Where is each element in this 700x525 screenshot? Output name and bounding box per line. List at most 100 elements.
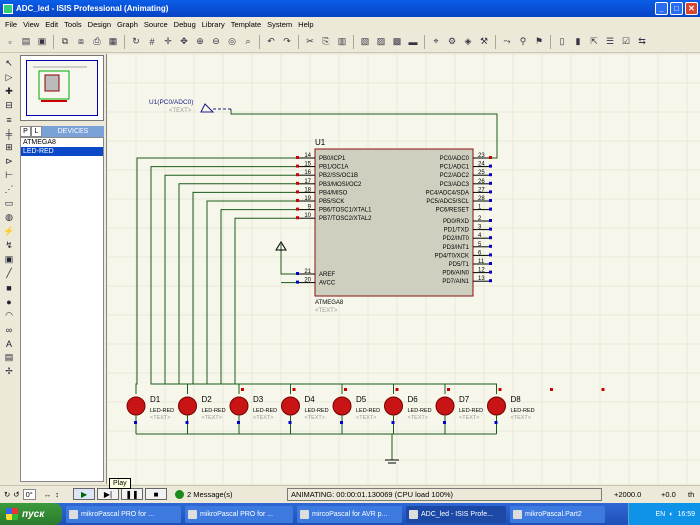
redo-icon[interactable]: ↷ <box>283 36 291 46</box>
copy-icon[interactable]: ⎘ <box>322 36 330 46</box>
netlist-icon[interactable]: ⇆ <box>638 36 646 46</box>
maximize-button[interactable]: □ <box>670 2 683 15</box>
voltage-probe-icon[interactable]: ⚡ <box>3 226 15 236</box>
subcircuit-icon[interactable]: ⊞ <box>5 142 13 152</box>
search-icon[interactable]: ⚲ <box>519 36 527 46</box>
bom-icon[interactable]: ☰ <box>605 36 615 46</box>
pin-icon[interactable]: ⊢ <box>5 170 13 180</box>
menu-library[interactable]: Library <box>201 19 225 29</box>
text-icon[interactable]: A <box>5 338 12 349</box>
menu-design[interactable]: Design <box>87 19 112 29</box>
rotate-icon[interactable]: ↻ <box>4 489 11 499</box>
device-item[interactable]: ATMEGA8 <box>23 139 56 146</box>
wire-autoroute-icon[interactable]: ⤳ <box>503 36 511 46</box>
step-button[interactable]: ▶| <box>97 488 120 500</box>
generator-icon[interactable]: ◍ <box>5 212 13 222</box>
menu-edit[interactable]: Edit <box>45 19 59 29</box>
block-rotate-icon[interactable]: ▩ <box>392 36 402 46</box>
block-delete-icon[interactable]: ▬ <box>408 36 418 47</box>
menu-template[interactable]: Template <box>230 19 262 29</box>
menu-source[interactable]: Source <box>143 19 168 29</box>
speaker-icon[interactable]: ◐ <box>669 510 674 518</box>
menu-file[interactable]: File <box>5 19 18 29</box>
new-sheet-icon[interactable]: ▯ <box>559 36 565 46</box>
marker-icon[interactable]: ✢ <box>5 366 13 376</box>
component-mode-icon[interactable]: ▷ <box>5 72 13 82</box>
pan-icon[interactable]: ✥ <box>180 36 188 46</box>
task-button[interactable]: mikroPascal.Part2 <box>510 505 605 523</box>
tape-icon[interactable]: ▭ <box>4 198 14 208</box>
menu-view[interactable]: View <box>23 19 40 29</box>
device-item[interactable]: LED-RED <box>21 147 103 156</box>
bus-icon[interactable]: ╪ <box>5 128 13 139</box>
library-manager-button[interactable]: L <box>31 126 42 137</box>
symbol-icon[interactable]: ▤ <box>4 352 14 362</box>
text-script-icon[interactable]: ≡ <box>6 114 12 125</box>
task-button[interactable]: mikroPascal PRO for ... <box>66 505 181 523</box>
language-indicator[interactable]: EN <box>655 510 666 518</box>
junction-icon[interactable]: ✚ <box>5 86 13 96</box>
make-device-icon[interactable]: ⚙ <box>447 36 457 46</box>
pick-devices-button[interactable]: P <box>20 126 31 137</box>
export-icon[interactable]: ⧈ <box>78 36 84 46</box>
graph-icon[interactable]: ⋰ <box>4 184 14 194</box>
minimize-button[interactable]: _ <box>655 2 668 15</box>
stop-button[interactable]: ■ <box>145 488 168 500</box>
save-icon[interactable]: ▣ <box>37 36 47 46</box>
property-icon[interactable]: ⚑ <box>534 36 544 46</box>
area-icon[interactable]: ▦ <box>108 36 118 46</box>
cut-icon[interactable]: ✂ <box>306 36 314 46</box>
menu-debug[interactable]: Debug <box>173 19 196 29</box>
open-icon[interactable]: ▤ <box>21 36 31 46</box>
zoom-area-icon[interactable]: ⌕ <box>245 36 251 46</box>
menu-help[interactable]: Help <box>298 19 314 29</box>
decompose-icon[interactable]: ⚒ <box>479 36 489 46</box>
rotation-field[interactable]: 0° <box>22 488 36 500</box>
led-ref: D8 <box>511 395 522 404</box>
play-button[interactable]: ▶ <box>73 488 96 500</box>
import-icon[interactable]: ⧉ <box>61 36 69 46</box>
box-icon[interactable]: ■ <box>6 282 12 293</box>
origin-icon[interactable]: ✛ <box>164 36 172 46</box>
zoom-in-icon[interactable]: ⊕ <box>196 36 204 46</box>
print-icon[interactable]: ⎙ <box>93 36 101 46</box>
circle-icon[interactable]: ● <box>6 296 12 307</box>
package-icon[interactable]: ◈ <box>464 36 472 46</box>
undo-icon[interactable]: ↶ <box>267 36 275 46</box>
new-icon[interactable]: ▫ <box>8 36 12 47</box>
line-icon[interactable]: ╱ <box>6 268 12 278</box>
block-move-icon[interactable]: ▨ <box>376 36 386 46</box>
selection-mode-icon[interactable]: ↖ <box>5 58 13 68</box>
menu-system[interactable]: System <box>267 19 293 29</box>
terminal-icon[interactable]: ⊳ <box>5 156 13 166</box>
paste-icon[interactable]: ▥ <box>337 36 347 46</box>
zoom-out-icon[interactable]: ⊖ <box>212 36 220 46</box>
task-button[interactable]: ADC_led - ISIS Profe... <box>406 505 506 523</box>
mirror-x-icon[interactable]: ↔ <box>43 489 52 499</box>
block-copy-icon[interactable]: ▧ <box>360 36 370 46</box>
pick-device-icon[interactable]: ⌖ <box>433 36 439 46</box>
remove-sheet-icon[interactable]: ▮ <box>575 36 581 46</box>
current-probe-icon[interactable]: ↯ <box>5 240 13 250</box>
menu-tools[interactable]: Tools <box>64 19 82 29</box>
message-count[interactable]: 2 Message(s) <box>187 489 233 499</box>
virtual-instrument-icon[interactable]: ▣ <box>4 254 14 264</box>
erc-icon[interactable]: ☑ <box>621 36 631 46</box>
wire-label-icon[interactable]: ⊟ <box>5 100 13 110</box>
path-icon[interactable]: ∞ <box>5 324 13 335</box>
menu-graph[interactable]: Graph <box>117 19 138 29</box>
mirror-y-icon[interactable]: ↕ <box>55 489 60 499</box>
rotate-ccw-icon[interactable]: ↺ <box>13 489 20 499</box>
refresh-icon[interactable]: ↻ <box>132 36 140 46</box>
zoom-all-icon[interactable]: ◎ <box>228 36 236 46</box>
grid-icon[interactable]: # <box>149 36 155 47</box>
exit-parent-icon[interactable]: ⇱ <box>590 36 598 46</box>
task-button[interactable]: mircoPascal for AVR p... <box>297 505 402 523</box>
pause-button[interactable]: ❚❚ <box>121 488 144 500</box>
task-button[interactable]: mikroPascal PRO for ... <box>185 505 293 523</box>
overview-window[interactable] <box>20 55 104 121</box>
close-button[interactable]: ✕ <box>685 2 698 15</box>
arc-icon[interactable]: ◠ <box>5 310 13 320</box>
start-button[interactable]: пуск <box>0 503 62 525</box>
